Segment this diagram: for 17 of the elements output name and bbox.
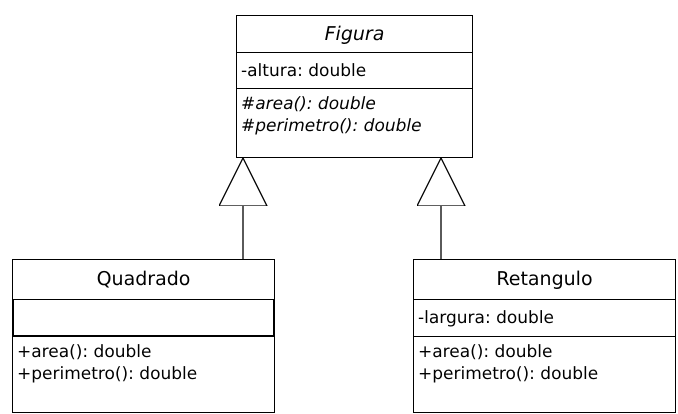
class-member: -altura: double xyxy=(241,60,368,83)
class-box xyxy=(413,259,676,413)
class-member: +perimetro(): double xyxy=(418,363,600,385)
class-compartment xyxy=(13,299,274,336)
class-member: #perimetro(): double xyxy=(241,115,423,137)
inheritance-arrow xyxy=(218,157,268,259)
class-name: Figura xyxy=(324,23,384,45)
class-member: +area(): double xyxy=(418,341,554,363)
class-member: #area(): double xyxy=(241,93,377,115)
class-box xyxy=(12,259,275,413)
class-name: Quadrado xyxy=(96,268,190,290)
class-member: -largura: double xyxy=(418,307,556,330)
class-name: Retangulo xyxy=(496,268,593,290)
inheritance-arrow xyxy=(416,157,466,259)
class-member: +perimetro(): double xyxy=(17,363,198,385)
class-member: +area(): double xyxy=(17,341,152,363)
class-box xyxy=(236,15,473,158)
